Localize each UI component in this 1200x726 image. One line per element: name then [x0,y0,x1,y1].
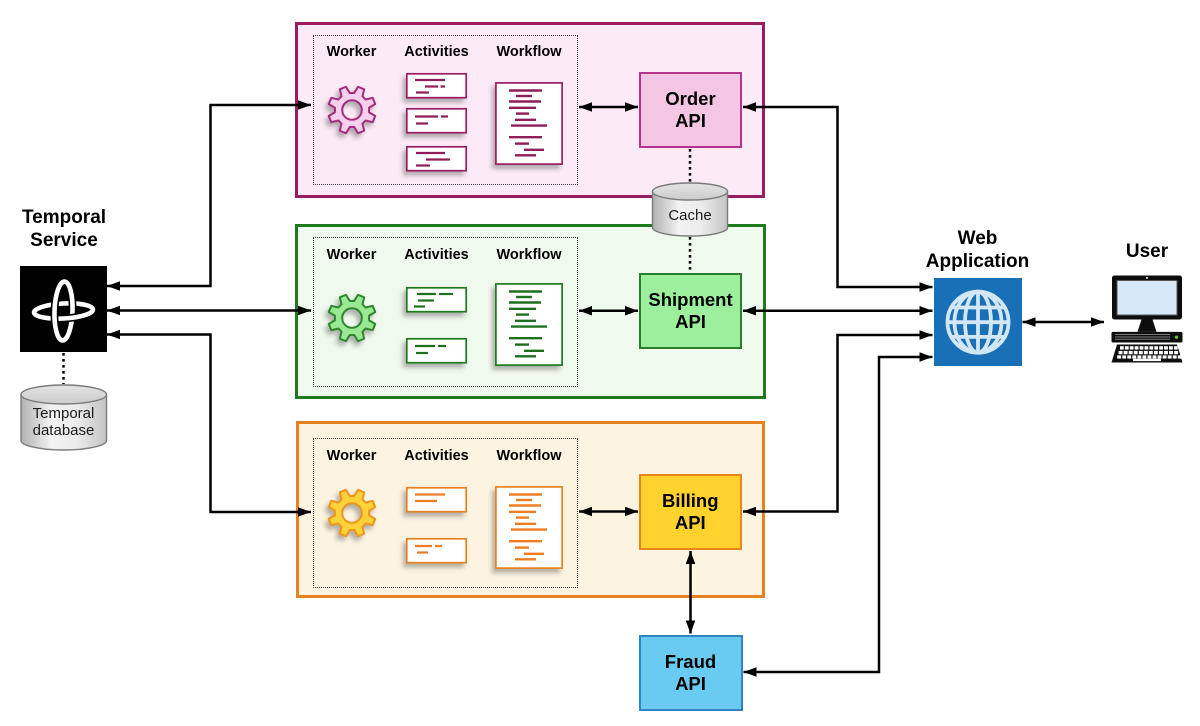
edge-fraud-api--web-application [743,355,933,674]
shipment-worker-inner-box [313,236,578,387]
billing-workflow-doc-icon [495,485,563,569]
billing-activities-label: Activities [404,447,469,464]
cache-label: Cache [668,207,712,224]
order-api-box[interactable]: Order API [639,71,742,148]
shipment-workflow-label: Workflow [496,246,562,263]
billing-worker-inner-box [313,437,578,588]
billing-activity-card-icon [405,486,468,513]
order-workflow-doc-icon [495,82,563,165]
temporal-database-label: Temporal database [32,405,95,439]
billing-activity-card-icon [405,537,468,564]
order-worker-label: Worker [326,44,377,60]
order-activity-card-icon [405,72,468,99]
billing-worker-gear-icon [327,488,377,537]
order-activity-card-icon [405,107,468,134]
order-api-label: Order API [665,87,716,131]
order-worker-inner-box [313,34,578,185]
globe-icon [945,289,1010,355]
order-activities-label: Activities [404,44,469,60]
edge-billing-api--web-application [743,333,933,513]
order-activity-card-icon [405,145,468,172]
fraud-api-label: Fraud API [664,650,717,694]
keyboard-keys [1117,346,1182,359]
temporal-service-label: Temporal Service [21,207,107,251]
billing-api-label: Billing API [661,489,719,533]
fraud-api-box[interactable]: Fraud API [638,634,743,711]
shipment-api-label: Shipment API [648,288,733,332]
shipment-activity-card-icon [405,286,468,313]
web-application-label: Web Application [925,228,1030,272]
edge-temporal-service--order-worker-group [107,103,311,288]
order-workflow-label: Workflow [496,44,562,60]
edge-order-api--web-application [743,105,933,289]
temporal-service-box[interactable] [20,266,107,352]
temporal-logo-icon [31,277,96,345]
shipment-workflow-doc-icon [495,282,563,366]
billing-api-box[interactable]: Billing API [639,473,742,550]
shipment-api-box[interactable]: Shipment API [639,272,742,349]
shipment-worker-label: Worker [326,246,377,263]
desktop-computer-icon [1111,275,1183,363]
shipment-activity-card-icon [405,337,468,364]
user-label: User [1125,241,1169,262]
web-application-box[interactable] [933,277,1022,366]
order-worker-gear-icon [327,85,377,134]
edge-temporal-service--billing-worker-group [107,333,311,514]
billing-worker-label: Worker [326,447,377,464]
shipment-activities-label: Activities [404,246,469,263]
shipment-worker-gear-icon [327,293,377,343]
billing-workflow-label: Workflow [496,447,562,464]
